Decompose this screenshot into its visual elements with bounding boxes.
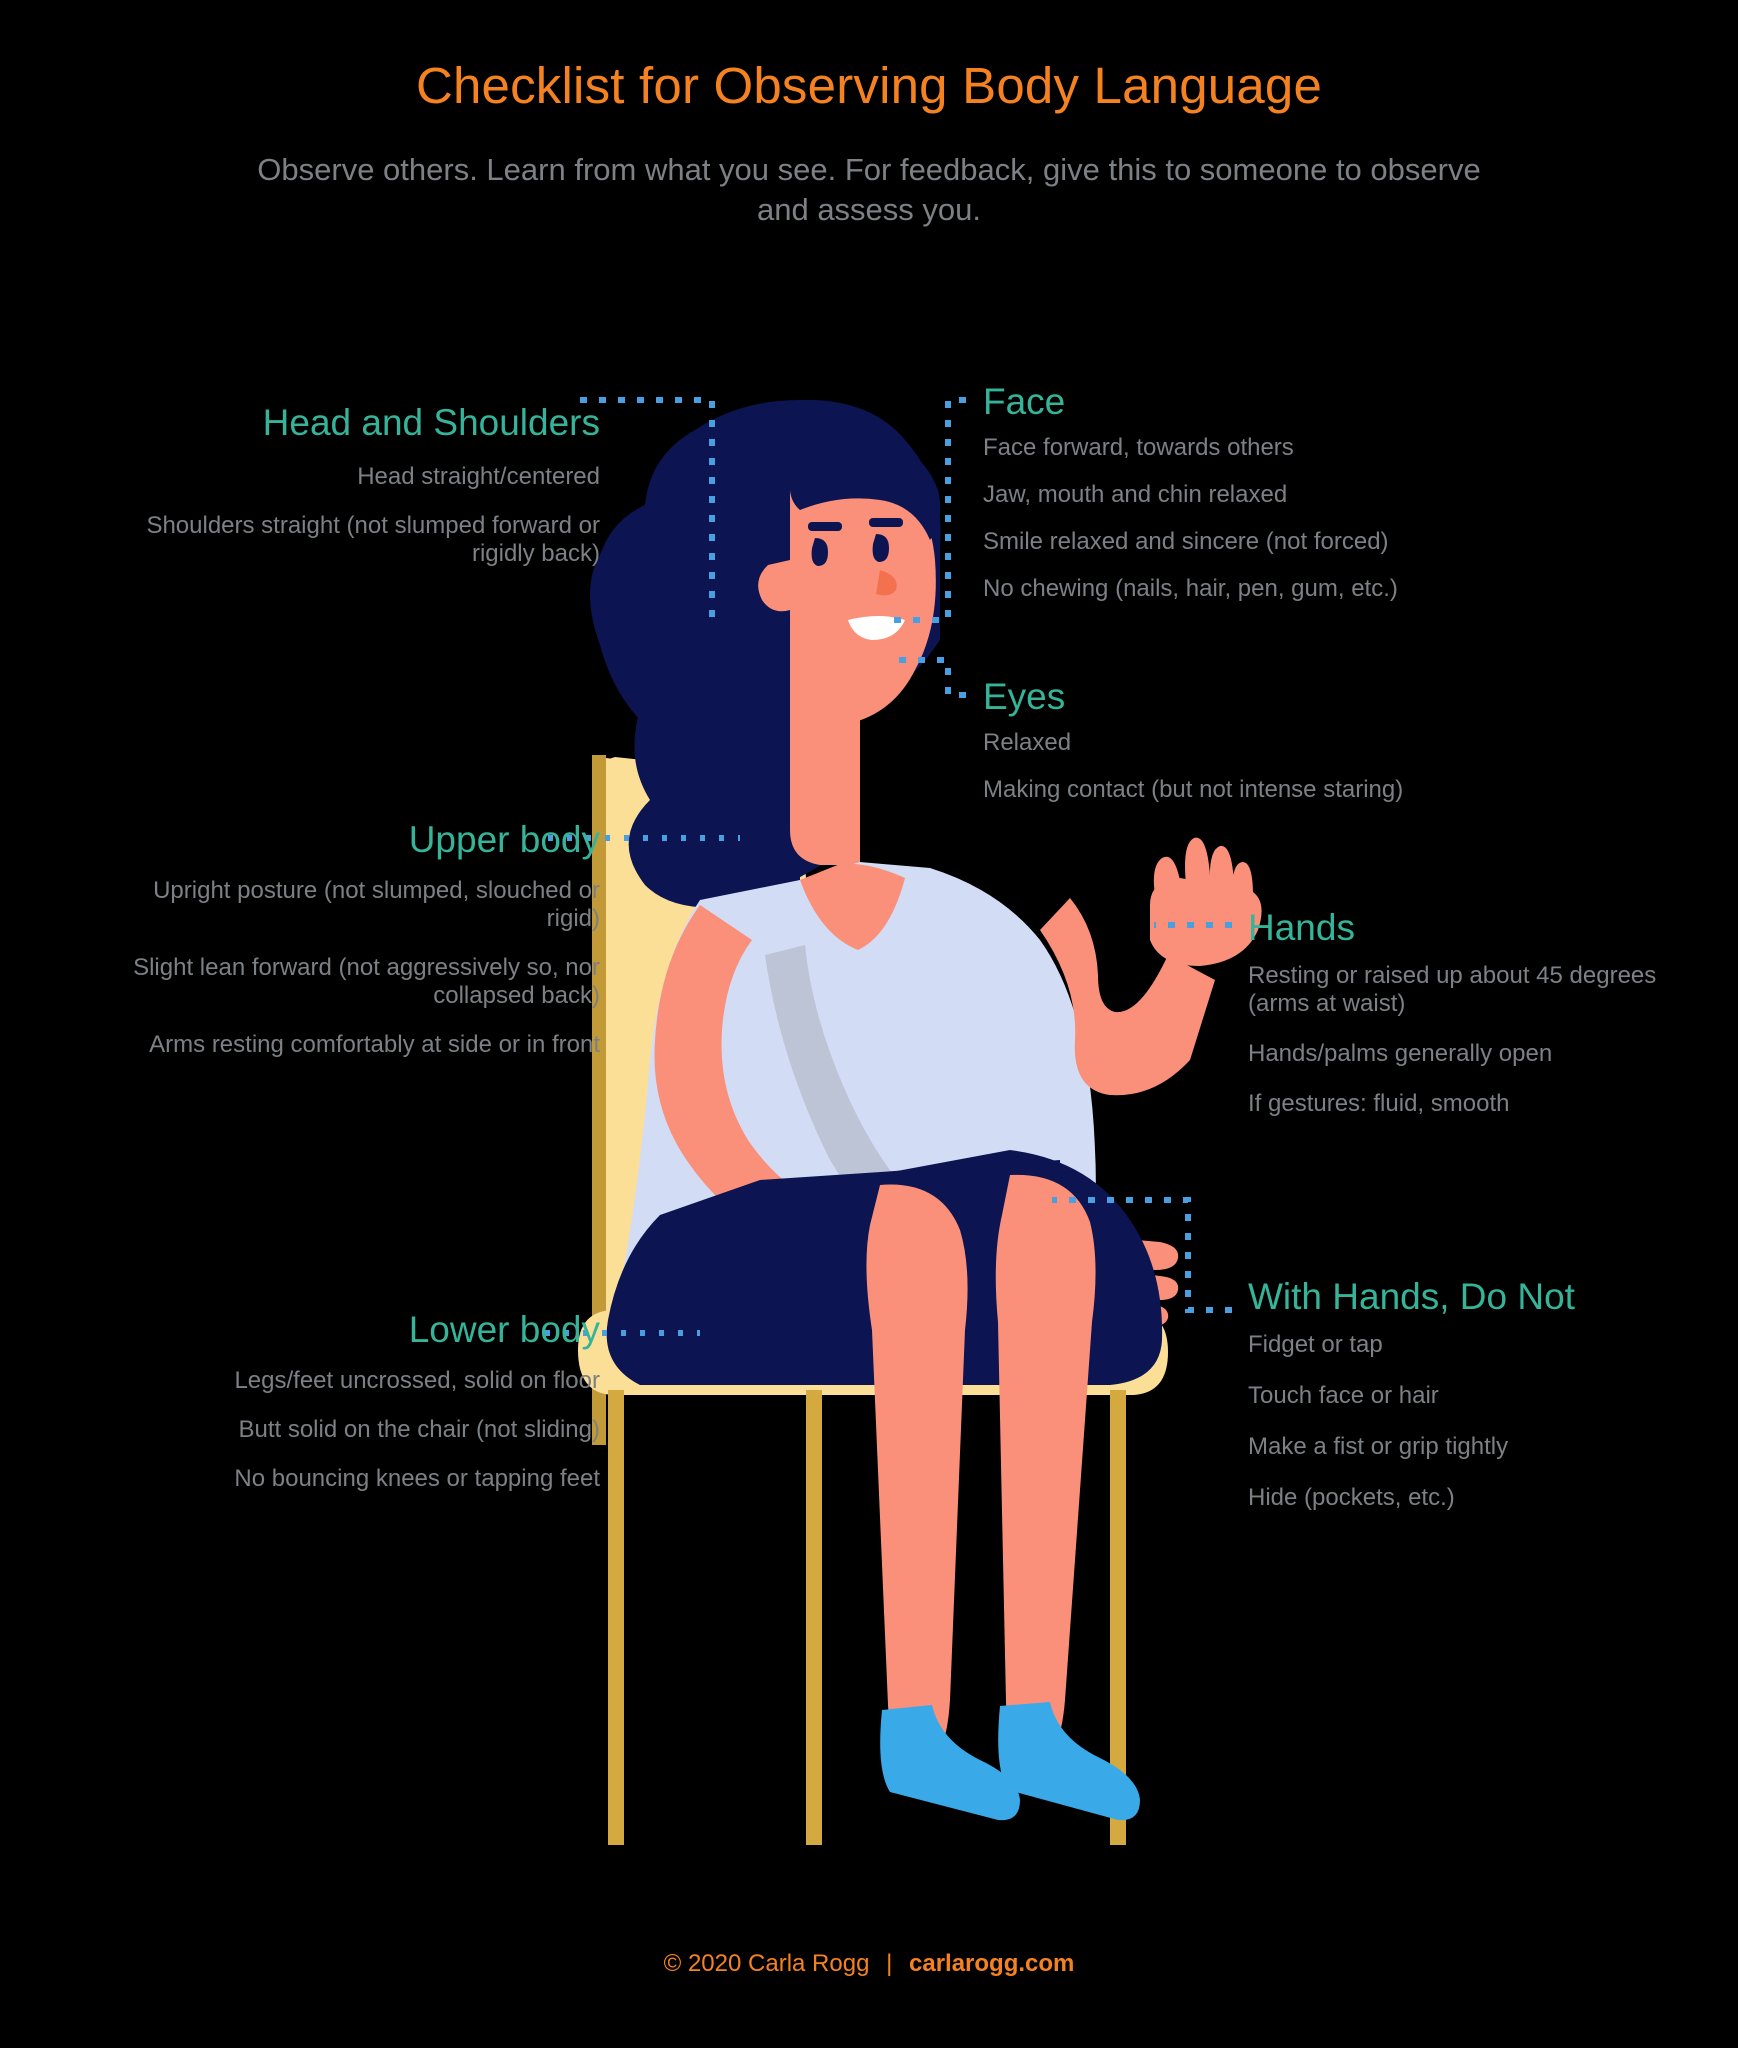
- checklist-item: Hide (pockets, etc.): [1248, 1484, 1455, 1512]
- shoe-right: [998, 1702, 1140, 1821]
- connector-with-hands-do-not: [1052, 1197, 1232, 1313]
- checklist-item: Relaxed: [983, 728, 1072, 756]
- checklist-item: No bouncing knees or tapping feet: [234, 1465, 600, 1493]
- leg-left: [866, 1184, 968, 1769]
- page-title: Checklist for Observing Body Language: [415, 57, 1323, 114]
- eyebrow-right: [869, 518, 903, 527]
- chair-front-leg-left: [608, 1390, 624, 1845]
- checklist-item: Slight lean forward (not aggressively so…: [133, 954, 600, 1010]
- section-heading-head-and-shoulders: Head and Shoulders: [262, 402, 600, 443]
- checklist-item: Make a fist or grip tightly: [1248, 1433, 1509, 1461]
- sleeve-shadow: [765, 945, 930, 1240]
- footer-credit: © 2020 Carla Rogg | carlarogg.com: [0, 1950, 1738, 1978]
- section-face: Face Face forward, towards others Jaw, m…: [983, 382, 1643, 622]
- checklist-item: Legs/feet uncrossed, solid on floor: [234, 1366, 600, 1394]
- arm-raised: [1040, 898, 1215, 1096]
- hair-fringe: [789, 440, 941, 540]
- section-lower-body: Lower body Legs/feet uncrossed, solid on…: [130, 1310, 600, 1493]
- eye-right: [872, 534, 889, 562]
- footer-separator: |: [886, 1950, 893, 1977]
- hair-lower: [628, 700, 800, 908]
- header: Checklist for Observing Body Language Ob…: [0, 0, 1738, 229]
- copyright-text: © 2020 Carla Rogg: [663, 1950, 870, 1977]
- section-heading-lower-body: Lower body: [408, 1309, 600, 1350]
- checklist-item: Shoulders straight (not slumped forward …: [146, 512, 600, 568]
- chair-back-post: [592, 755, 606, 1445]
- checklist-item: Face forward, towards others: [983, 433, 1294, 461]
- section-eyes: Eyes Relaxed Making contact (but not int…: [983, 677, 1643, 823]
- section-heading-face: Face: [983, 381, 1066, 422]
- connector-face: [890, 397, 966, 623]
- shoe-left: [880, 1705, 1020, 1821]
- checklist-item: Arms resting comfortably at side or in f…: [149, 1031, 600, 1059]
- website-link[interactable]: carlarogg.com: [909, 1950, 1075, 1977]
- section-heading-eyes: Eyes: [983, 676, 1066, 717]
- section-with-hands-do-not: With Hands, Do Not Fidget or tap Touch f…: [1248, 1277, 1688, 1535]
- checklist-item: Jaw, mouth and chin relaxed: [983, 481, 1288, 509]
- connector-eyes: [890, 657, 966, 698]
- neckline-skin: [800, 863, 905, 950]
- section-heading-with-hands-do-not: With Hands, Do Not: [1248, 1276, 1575, 1317]
- checklist-item: Making contact (but not intense staring): [983, 776, 1404, 804]
- checklist-item: If gestures: fluid, smooth: [1248, 1090, 1510, 1118]
- checklist-item: Resting or raised up about 45 degrees (a…: [1248, 961, 1657, 1018]
- hand-raised-palm: [1150, 878, 1262, 966]
- chair-leg-right: [1110, 1390, 1126, 1845]
- checklist-item: Fidget or tap: [1248, 1330, 1383, 1358]
- page-subtitle: Observe others. Learn from what you see.…: [257, 152, 1481, 227]
- ear: [758, 560, 790, 612]
- section-hands: Hands Resting or raised up about 45 degr…: [1248, 908, 1668, 1140]
- checklist-item: Butt solid on the chair (not sliding): [238, 1416, 600, 1444]
- connector-head-shoulders: [580, 397, 715, 625]
- chair-back-leg-left: [806, 1390, 822, 1845]
- section-heading-hands: Hands: [1248, 907, 1355, 948]
- checklist-item: Smile relaxed and sincere (not forced): [983, 528, 1389, 556]
- eyebrow-left: [808, 522, 842, 531]
- checklist-item: Upright posture (not slumped, slouched o…: [153, 876, 600, 933]
- checklist-item: Head straight/centered: [357, 462, 600, 490]
- checklist-item: Touch face or hair: [1248, 1382, 1439, 1410]
- mouth-smile: [848, 616, 905, 640]
- leg-right: [995, 1174, 1096, 1765]
- nose: [876, 570, 897, 596]
- section-heading-upper-body: Upper body: [408, 819, 600, 860]
- section-upper-body: Upper body Upright posture (not slumped,…: [100, 820, 600, 1059]
- section-head-and-shoulders: Head and Shoulders Head straight/centere…: [120, 403, 600, 568]
- checklist-item: No chewing (nails, hair, pen, gum, etc.): [983, 575, 1398, 603]
- checklist-item: Hands/palms generally open: [1248, 1040, 1553, 1068]
- neck: [790, 680, 860, 865]
- eye-left: [811, 538, 828, 566]
